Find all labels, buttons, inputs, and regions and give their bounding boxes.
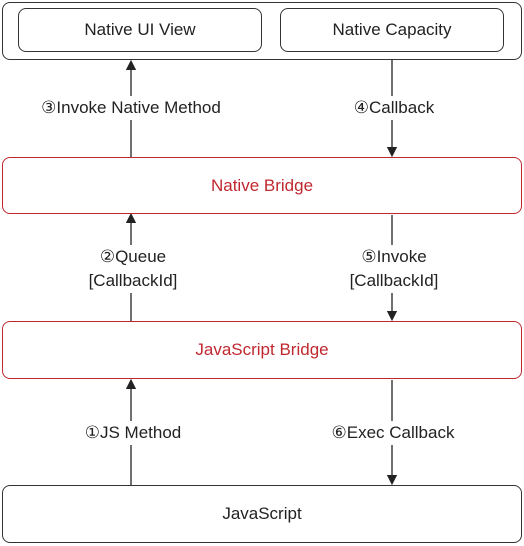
step-4-label: ④Callback xyxy=(340,96,448,120)
javascript-bridge-label: JavaScript Bridge xyxy=(195,340,329,359)
step-2-label: ②Queue [CallbackId] xyxy=(71,245,195,293)
step-2-line2: [CallbackId] xyxy=(88,271,178,290)
step-6-label: ⑥Exec Callback xyxy=(316,421,470,445)
javascript-label: JavaScript xyxy=(222,504,302,523)
step-5-line2: [CallbackId] xyxy=(349,271,439,290)
step-1-label: ①JS Method xyxy=(70,421,196,445)
javascript-box: JavaScript xyxy=(2,485,522,543)
native-ui-view-box: Native UI View xyxy=(18,8,262,52)
step-5-label: ⑤Invoke [CallbackId] xyxy=(332,245,456,293)
native-capacity-label: Native Capacity xyxy=(332,20,452,39)
step-3-label: ③Invoke Native Method xyxy=(18,96,244,120)
native-bridge-label: Native Bridge xyxy=(210,175,314,195)
native-capacity-box: Native Capacity xyxy=(280,8,504,52)
step-5-line1: ⑤Invoke xyxy=(361,247,427,266)
javascript-bridge-box: JavaScript Bridge xyxy=(2,321,522,379)
native-bridge-box: Native Bridge xyxy=(2,157,522,214)
native-ui-view-label: Native UI View xyxy=(84,20,196,39)
native-group-container xyxy=(2,2,522,60)
step-2-line1: ②Queue xyxy=(99,247,167,266)
